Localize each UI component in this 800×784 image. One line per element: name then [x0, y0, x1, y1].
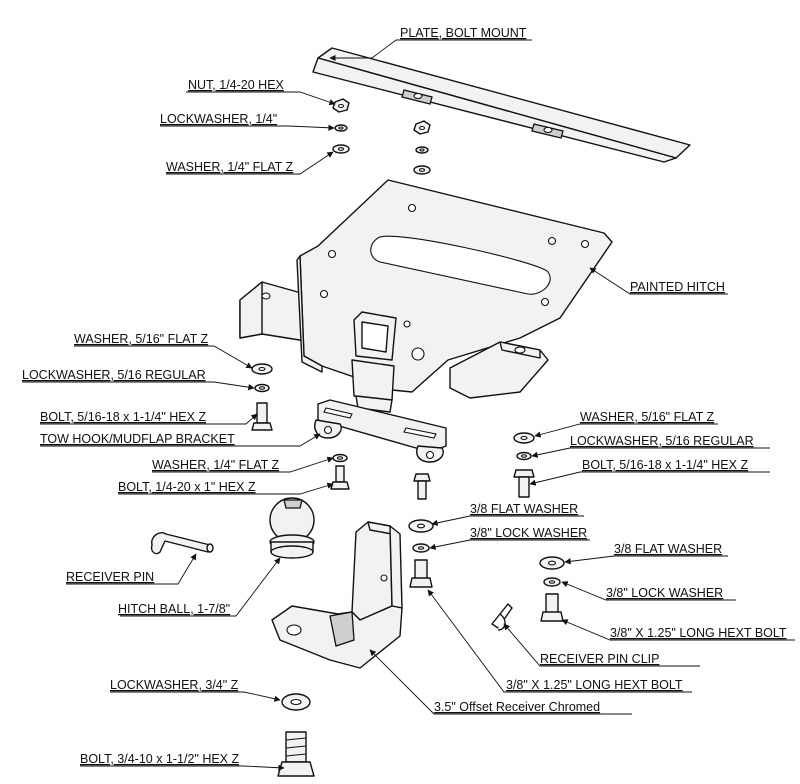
label-receiver-pin: RECEIVER PIN: [66, 570, 154, 584]
right-516-hardware: [513, 432, 535, 498]
receiver-pin-part: [150, 532, 214, 555]
label-hitch-ball: HITCH BALL, 1-7/8": [118, 602, 230, 616]
center-38-hardware: [408, 519, 434, 588]
painted-hitch-part: [239, 179, 613, 413]
label-offset-receiver: 3.5" Offset Receiver Chromed: [434, 700, 600, 714]
receiver-pin-clip-part: [491, 603, 513, 631]
label-tow-hook-bracket: TOW HOOK/MUDFLAP BRACKET: [40, 432, 235, 446]
label-washer-516-flat-left: WASHER, 5/16" FLAT Z: [74, 332, 208, 346]
label-bolt-516-right: BOLT, 5/16-18 x 1-1/4" HEX Z: [582, 458, 748, 472]
label-hext-bolt-38-center: 3/8" X 1.25" LONG HEXT BOLT: [506, 678, 683, 692]
label-nut-quarter-hex: NUT, 1/4-20 HEX: [188, 78, 285, 92]
label-flat-washer-38-center: 3/8 FLAT WASHER: [470, 502, 578, 516]
center-small-bolt: [413, 473, 431, 500]
top-center-fastener-stack: [413, 120, 431, 175]
right-38-hardware: [539, 556, 565, 622]
label-washer-quarter-flat-top: WASHER, 1/4" FLAT Z: [166, 160, 294, 174]
label-flat-washer-38-right: 3/8 FLAT WASHER: [614, 542, 722, 556]
label-lockwasher-516-left: LOCKWASHER, 5/16 REGULAR: [22, 368, 206, 382]
label-bolt-34: BOLT, 3/4-10 x 1-1/2" HEX Z: [80, 752, 239, 766]
label-washer-quarter-flat-mid: WASHER, 1/4" FLAT Z: [152, 458, 280, 472]
hitch-ball-part: [269, 497, 315, 559]
top-left-fastener-stack: [332, 98, 350, 154]
label-lockwasher-34: LOCKWASHER, 3/4" Z: [110, 678, 239, 692]
label-washer-516-flat-right: WASHER, 5/16" FLAT Z: [580, 410, 714, 424]
label-bolt-516-left: BOLT, 5/16-18 x 1-1/4" HEX Z: [40, 410, 206, 424]
label-receiver-pin-clip: RECEIVER PIN CLIP: [540, 652, 659, 666]
label-plate-bolt-mount: PLATE, BOLT MOUNT: [400, 26, 527, 40]
plate-bolt-mount-part: [312, 47, 691, 163]
label-lock-washer-38-right: 3/8" LOCK WASHER: [606, 586, 723, 600]
offset-receiver-part: [271, 521, 403, 669]
leader-lines: [22, 39, 795, 771]
label-painted-hitch: PAINTED HITCH: [630, 280, 725, 294]
label-lockwasher-quarter: LOCKWASHER, 1/4": [160, 112, 277, 126]
mid-quarter-hardware: [330, 453, 350, 490]
label-bolt-quarter-1in: BOLT, 1/4-20 x 1" HEX Z: [118, 480, 256, 494]
label-lock-washer-38-center: 3/8" LOCK WASHER: [470, 526, 587, 540]
left-516-hardware: [251, 363, 273, 431]
label-lockwasher-516-right: LOCKWASHER, 5/16 REGULAR: [570, 434, 754, 448]
tow-hook-bracket-part: [314, 399, 447, 463]
label-hext-bolt-38-right: 3/8" X 1.25" LONG HEXT BOLT: [610, 626, 787, 640]
three-quarter-hardware: [277, 693, 315, 777]
